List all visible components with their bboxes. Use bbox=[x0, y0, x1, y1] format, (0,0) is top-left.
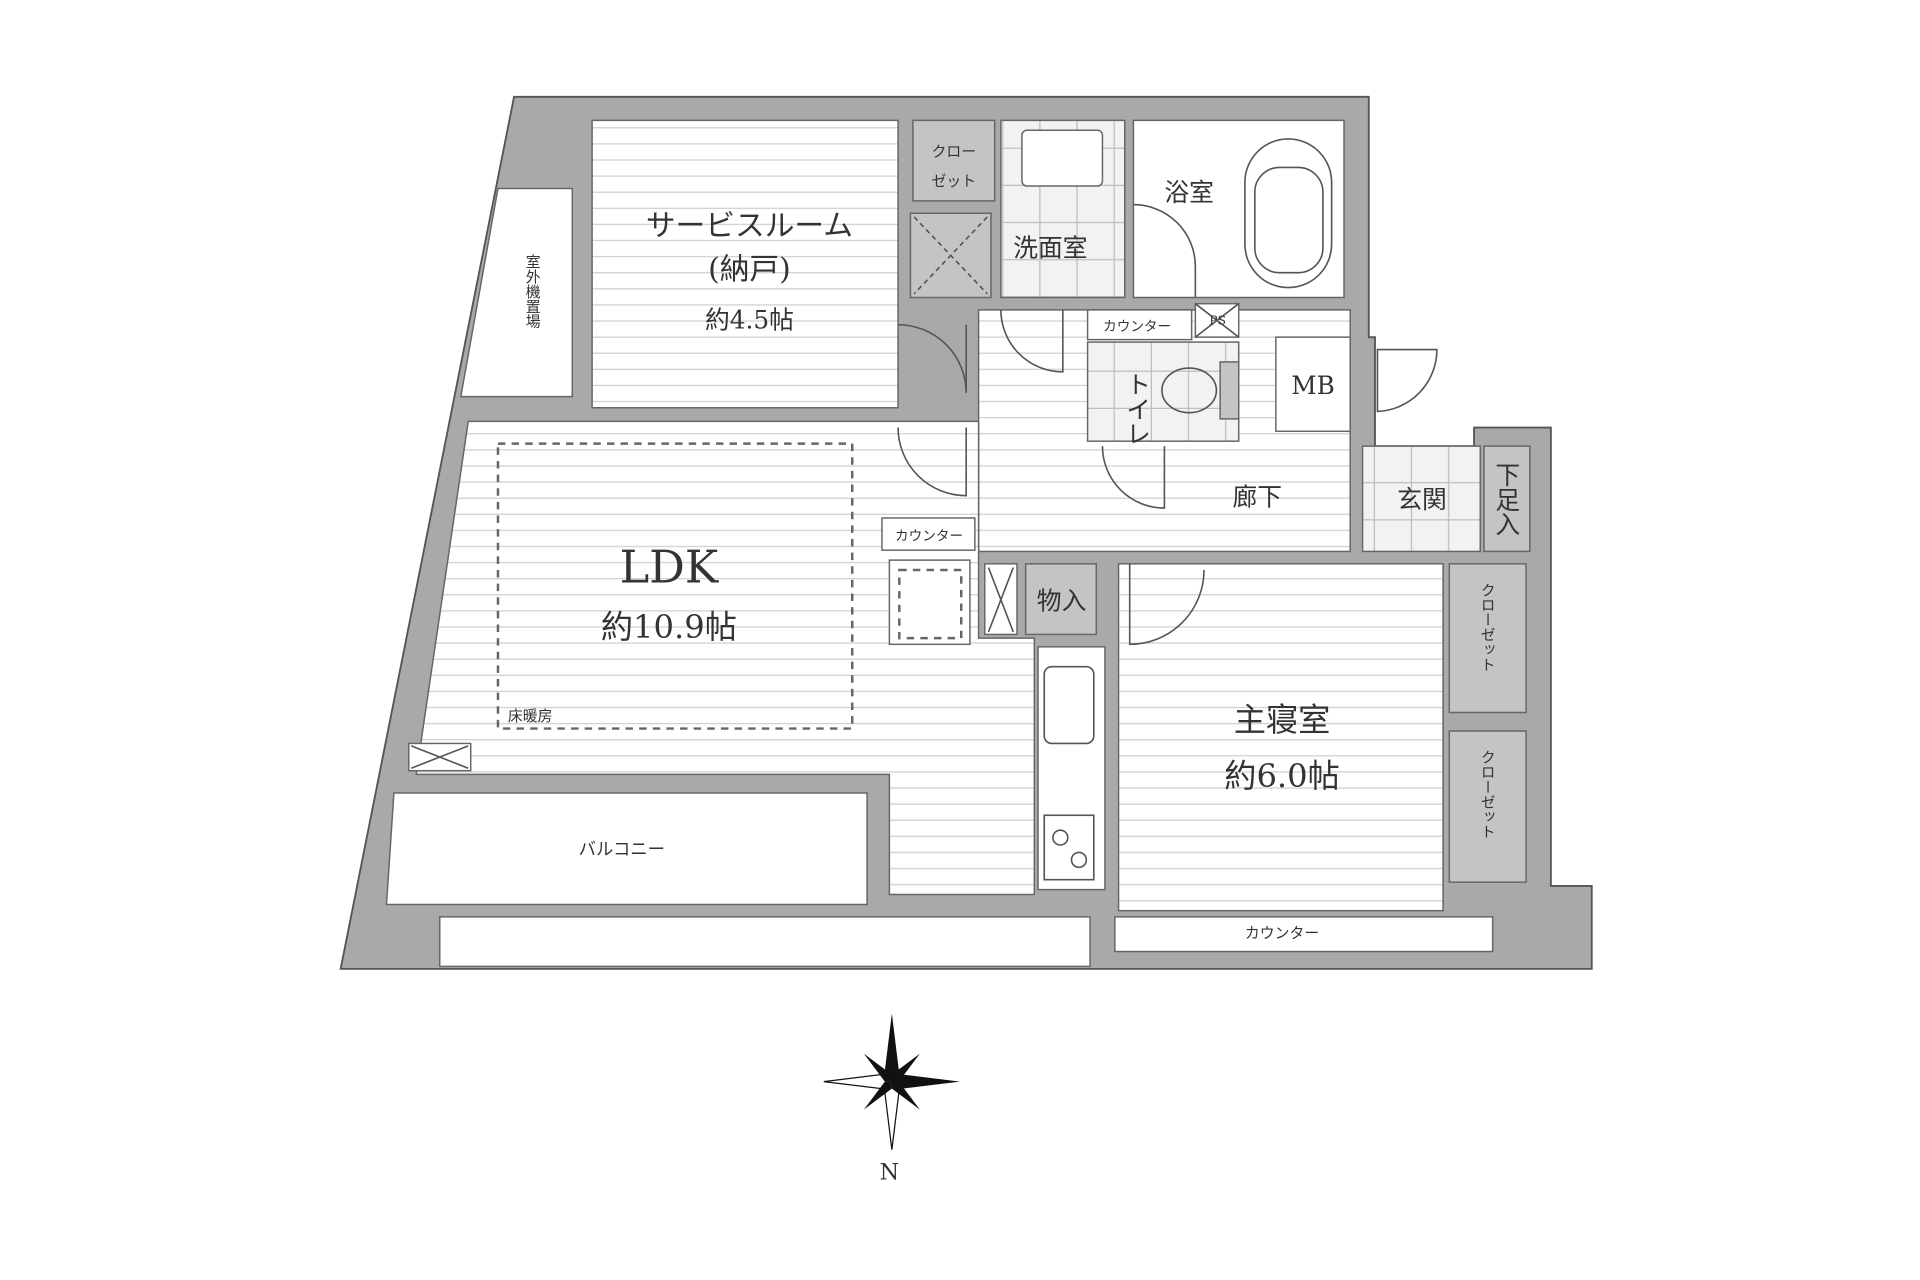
outdoor-unit-space bbox=[459, 187, 574, 398]
ps-cross-icon bbox=[1194, 303, 1240, 338]
balcony-label: バルコニー bbox=[579, 840, 665, 860]
balcony bbox=[385, 792, 868, 906]
stove-icon bbox=[1043, 814, 1095, 881]
ldk-label: LDK bbox=[620, 541, 719, 593]
closet-top-label-1: クロー bbox=[932, 142, 977, 160]
bedroom-counter bbox=[1114, 916, 1494, 953]
ps-label: PS bbox=[1209, 314, 1226, 328]
entrance bbox=[1361, 445, 1482, 553]
ldk-size: 約10.9帖 bbox=[601, 608, 737, 646]
balcony-lower bbox=[438, 916, 1091, 968]
service-room bbox=[591, 119, 899, 409]
compass-north-label: N bbox=[880, 1159, 900, 1185]
closet-top-label-2: ゼット bbox=[932, 172, 977, 190]
bath-door-icon[interactable] bbox=[1133, 203, 1197, 298]
room-doors-icon[interactable] bbox=[897, 309, 1064, 497]
toilet-counter bbox=[1086, 309, 1193, 341]
closet-bedroom-2-label: クローゼット bbox=[1479, 750, 1497, 839]
burner-2 bbox=[1070, 851, 1088, 869]
toilet-room bbox=[1086, 341, 1240, 442]
toilet-icon bbox=[1161, 367, 1218, 414]
outdoor-unit-label: 室外機置場 bbox=[524, 254, 542, 329]
vent-cross-icon bbox=[410, 745, 469, 769]
master-bedroom bbox=[1117, 563, 1444, 912]
floor-heating-label: 床暖房 bbox=[508, 707, 553, 725]
kitchen-counter-label: カウンター bbox=[895, 528, 963, 544]
bedroom-door-icon[interactable] bbox=[1128, 563, 1205, 646]
storage-label: 物入 bbox=[1037, 587, 1087, 616]
bathroom bbox=[1132, 119, 1345, 299]
storage bbox=[1024, 563, 1098, 636]
ldk-room bbox=[415, 420, 1036, 896]
service-room-size: 約4.5帖 bbox=[705, 305, 794, 334]
shoe-storage bbox=[1483, 445, 1531, 553]
closet-bedroom-2 bbox=[1448, 730, 1527, 883]
mb-label: MB bbox=[1291, 371, 1335, 400]
bedroom-label: 主寝室 bbox=[1234, 701, 1331, 739]
hallway-label: 廊下 bbox=[1233, 483, 1283, 512]
closet-bedroom-1 bbox=[1448, 563, 1527, 714]
washer-icon bbox=[913, 216, 988, 295]
toilet-tank bbox=[1219, 361, 1240, 420]
floor-heating-area bbox=[496, 442, 854, 730]
bath-label: 浴室 bbox=[1164, 178, 1214, 207]
service-room-label: サービスルーム bbox=[646, 209, 853, 244]
toilet-label: トイレ bbox=[1123, 372, 1152, 446]
shoe-storage-label: 下足入 bbox=[1492, 462, 1521, 536]
service-room-sub: (納戸) bbox=[708, 252, 791, 287]
toilet-door-icon[interactable] bbox=[1101, 446, 1166, 509]
bedroom-size: 約6.0帖 bbox=[1224, 757, 1340, 795]
closet-bedroom-1-label: クローゼット bbox=[1479, 582, 1497, 671]
washroom-label: 洗面室 bbox=[1013, 234, 1087, 263]
burner-1 bbox=[1052, 829, 1069, 846]
kitchen-sink-icon bbox=[1043, 665, 1095, 745]
toilet-counter-label: カウンター bbox=[1103, 319, 1171, 335]
bedroom-counter-label: カウンター bbox=[1245, 924, 1319, 942]
ps-kitchen-cross-icon bbox=[987, 567, 1015, 633]
sink-icon bbox=[1021, 129, 1104, 187]
closet-top bbox=[912, 119, 996, 202]
front-door-icon[interactable] bbox=[1376, 348, 1438, 413]
kitchen-counter bbox=[1037, 646, 1106, 891]
bathtub-inner bbox=[1254, 166, 1324, 274]
fridge-outline bbox=[898, 568, 963, 640]
fridge-space bbox=[888, 559, 971, 646]
mb-meter-box bbox=[1275, 336, 1351, 433]
bathtub-icon bbox=[1244, 138, 1333, 289]
compass-icon bbox=[823, 1013, 960, 1150]
kitchen-counter-top bbox=[881, 517, 976, 551]
entrance-label: 玄関 bbox=[1397, 485, 1447, 514]
